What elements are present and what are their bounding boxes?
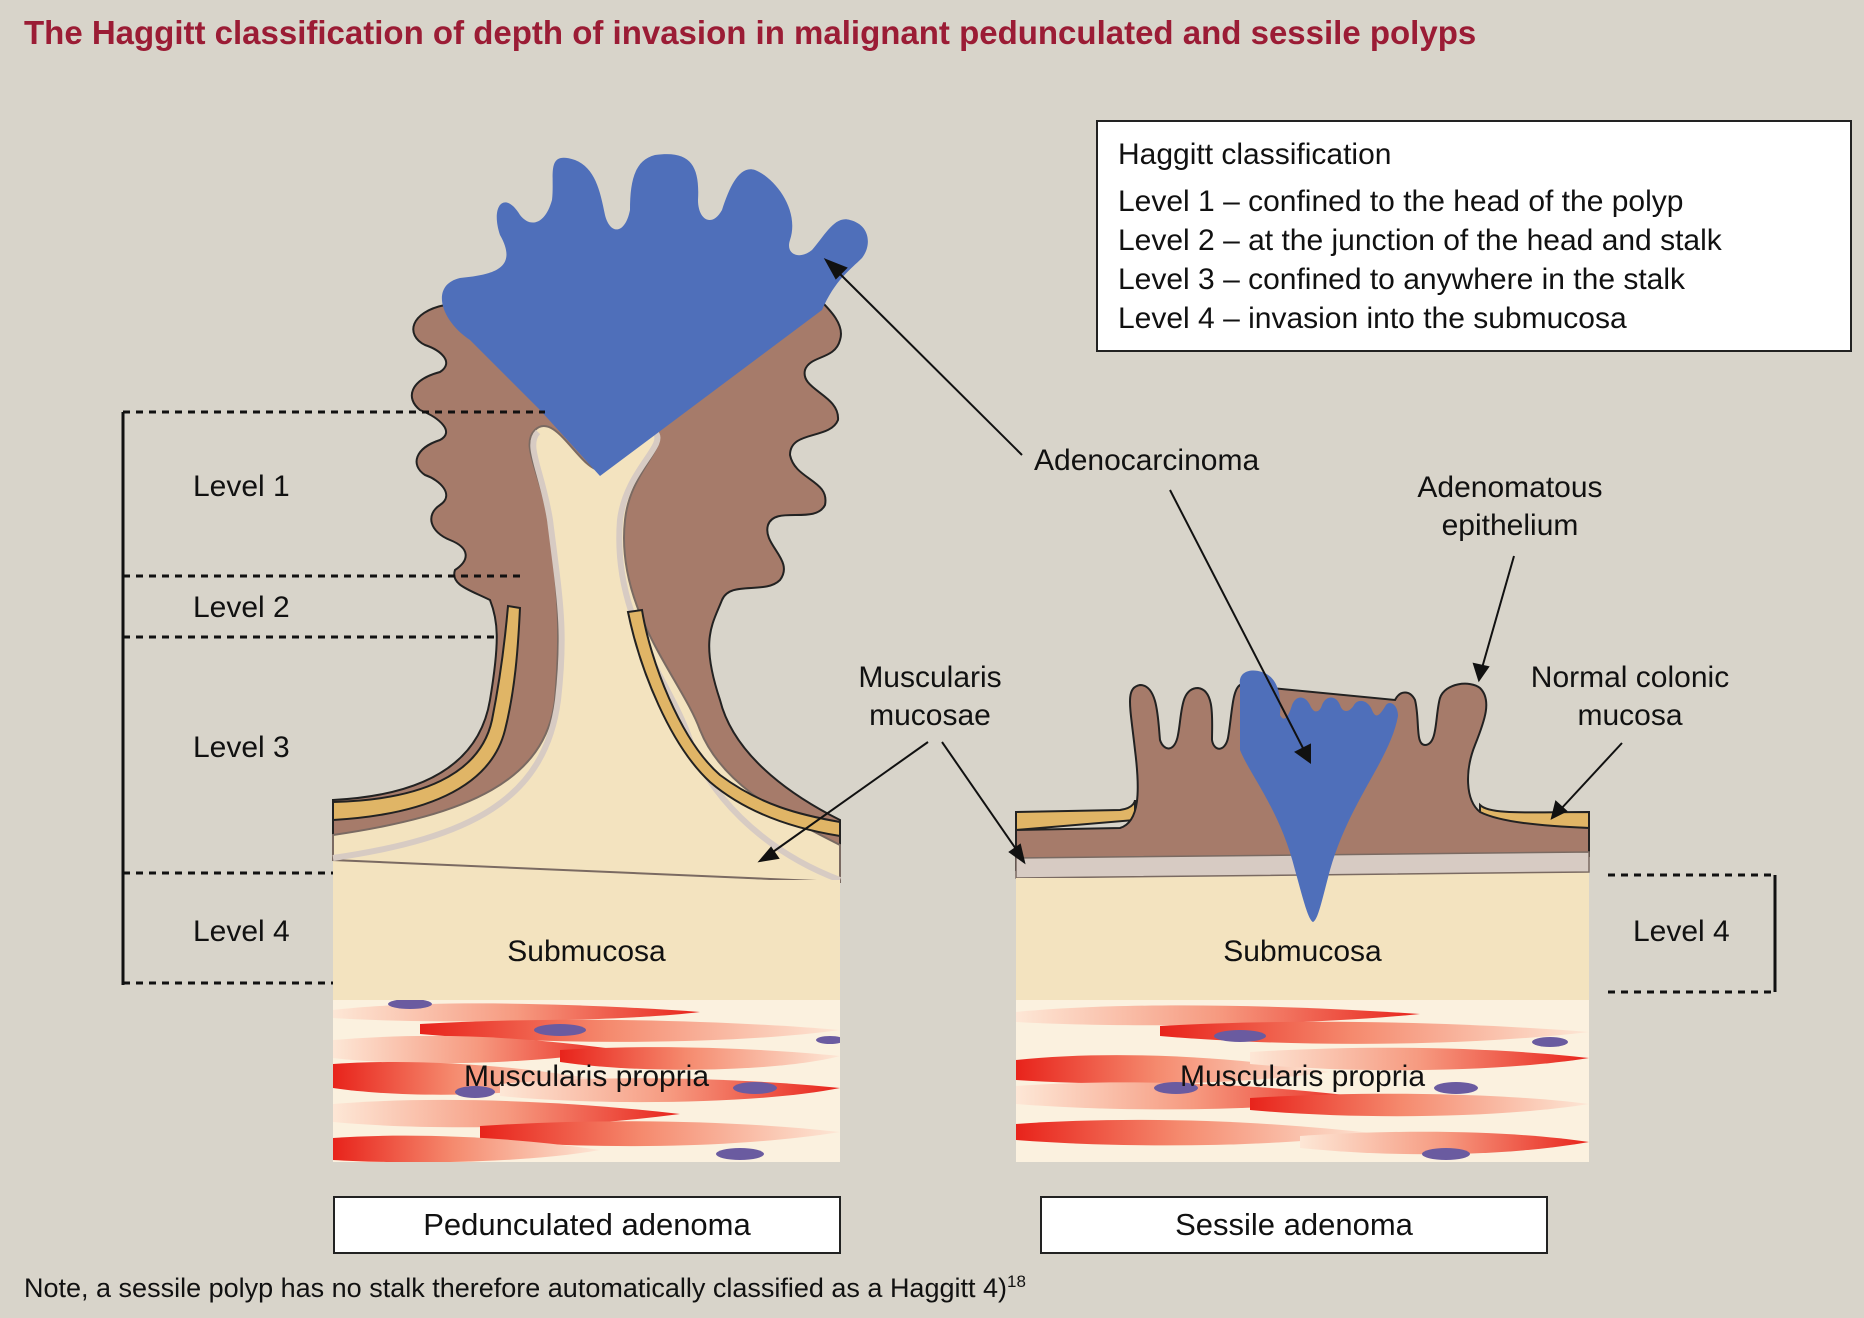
- muscularis-propria-left: [333, 1000, 840, 1162]
- legend-item-level-1: Level 1 – confined to the head of the po…: [1118, 185, 1684, 218]
- sessile-polyp: [1015, 670, 1590, 1162]
- muscularis-propria-right: [1016, 1000, 1589, 1162]
- adenocarcinoma-head: [441, 154, 868, 476]
- adenocarcinoma-sessile: [1239, 670, 1398, 922]
- sessile-caption: Sessile adenoma: [1040, 1196, 1548, 1254]
- level-3-label: Level 3: [193, 731, 290, 764]
- pedunculated-polyp: [332, 154, 868, 1162]
- normal-mucosa-line-1: Normal colonic: [1530, 661, 1730, 694]
- normal-colonic-mucosa-label: Normal colonic mucosa: [1515, 659, 1745, 735]
- level-bracket-right: [1608, 873, 1777, 994]
- footnote-reference: 18: [1007, 1272, 1026, 1291]
- pedunculated-caption: Pedunculated adenoma: [333, 1196, 841, 1254]
- legend-item-level-4: Level 4 – invasion into the submucosa: [1118, 302, 1627, 335]
- adenocarcinoma-label: Adenocarcinoma: [1034, 444, 1260, 477]
- legend-item-level-2: Level 2 – at the junction of the head an…: [1118, 224, 1722, 257]
- submucosa-left-label: Submucosa: [507, 935, 666, 968]
- adenomatous-line-1: Adenomatous: [1417, 471, 1603, 504]
- footnote: Note, a sessile polyp has no stalk there…: [24, 1272, 1026, 1304]
- level-4-left-label: Level 4: [193, 915, 290, 948]
- muscularis-mucosae-label: Muscularis mucosae: [830, 659, 1030, 735]
- level-4-right-label: Level 4: [1633, 915, 1730, 948]
- muscularis-propria-left-label: Muscularis propria: [463, 1060, 710, 1093]
- submucosa-right-label: Submucosa: [1223, 935, 1382, 968]
- legend-item-level-3: Level 3 – confined to anywhere in the st…: [1118, 263, 1686, 296]
- level-2-label: Level 2: [193, 591, 290, 624]
- haggitt-legend: Haggitt classification Level 1 – confine…: [1096, 120, 1852, 352]
- legend-heading: Haggitt classification: [1118, 138, 1392, 171]
- muscularis-mucosae-line-2: mucosae: [869, 699, 991, 732]
- muscularis-propria-right-label: Muscularis propria: [1179, 1060, 1426, 1093]
- muscularis-mucosae-line-1: Muscularis: [858, 661, 1002, 694]
- pointer-arrows: [757, 258, 1623, 865]
- normal-mucosa-line-2: mucosa: [1577, 699, 1683, 732]
- figure-title: The Haggitt classification of depth of i…: [24, 14, 1477, 51]
- level-brackets-left: [121, 410, 545, 985]
- footnote-text: Note, a sessile polyp has no stalk there…: [24, 1273, 1007, 1303]
- adenomatous-epithelium-label: Adenomatous epithelium: [1390, 469, 1630, 545]
- level-1-label: Level 1: [193, 470, 290, 503]
- adenomatous-line-2: epithelium: [1441, 509, 1579, 542]
- muscularis-mucosae-left: [332, 604, 522, 822]
